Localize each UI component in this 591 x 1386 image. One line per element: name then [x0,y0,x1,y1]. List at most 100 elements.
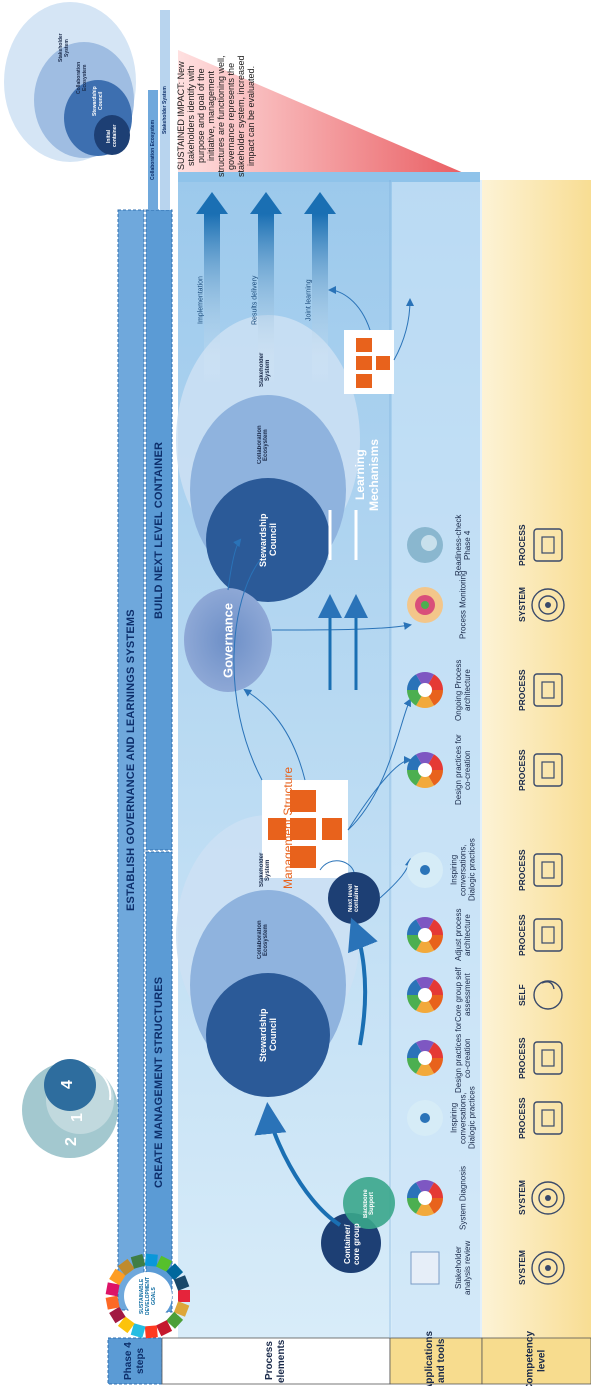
sdg-tile [166,1263,184,1281]
sdg-tile [144,1253,158,1267]
spiral-number: 2 [63,1137,80,1147]
process-header: Process elements [264,1339,287,1383]
apps-header: Applications and tools [424,1330,447,1386]
management-structure-chart [262,780,348,878]
competency-label: PROCESS [517,1097,527,1139]
sdg-tile [105,1295,120,1310]
dialogue-icon [407,852,443,888]
management-structure-chart-small [344,330,394,394]
tool-label: Design practices for co-creation [454,1022,472,1094]
self-level-icon [533,980,563,1010]
learning-arrows [318,510,368,690]
mini-ecosystem-diagram [4,2,170,210]
competency-label: SYSTEM [517,1250,527,1286]
sdg-tile [117,1258,135,1276]
backbone-label: Backbone Support [363,1189,375,1219]
spiral-graphic [22,1059,118,1158]
competency-label: PROCESS [517,749,527,791]
band-establish-title: ESTABLISH GOVERNANCE AND LEARNINGS SYSTE… [125,609,137,911]
spiral-icon [407,527,443,563]
competency-label: PROCESS [517,524,527,566]
system-level-icon [531,1251,565,1285]
process-level-icon [533,853,563,887]
sdg-tile [166,1311,184,1329]
learning-label: Learning Mechanisms [353,438,381,512]
spiral-number: 4 [59,1080,76,1090]
apps-header-cell [389,1337,483,1385]
sdg-tile [173,1275,190,1291]
process-level-icon [533,528,563,562]
governance-label: Governance [220,602,236,678]
spiral-number: 1 [69,1113,86,1123]
color-wheel-icon [407,1040,443,1076]
sdg-tile [156,1255,173,1272]
process-level-icon [533,1041,563,1075]
color-wheel-icon [407,1180,443,1217]
competency-label: PROCESS [517,1037,527,1079]
sdg-tile [105,1282,120,1297]
stakeholder-label-1: Stakeholder System [259,852,271,888]
stewardship-label-1: Stewardship Council [258,1008,278,1062]
mini-bar2-label: Stakeholder System [162,86,168,134]
phase-header: Phase 4 steps [123,1342,146,1380]
competency-label: SELF [517,984,527,1006]
color-wheel-icon [407,671,443,708]
spiral-number: 3 [61,1160,78,1170]
band-create-title: CREATE MANAGEMENT STRUCTURES [153,976,165,1188]
tool-label: System Diagnosis [458,1165,468,1231]
competency-label: SYSTEM [517,1180,527,1216]
sdg-tile [109,1268,126,1286]
process-level-icon [533,753,563,787]
sdg-wheel [105,1253,190,1339]
tool-label: Stakeholder analysis review [454,1240,472,1296]
ecosystem-group-1 [176,815,360,1097]
competency-label: PROCESS [517,914,527,956]
tool-label: Adjust process architecture [454,908,472,962]
band-establish [117,209,145,1311]
sdg-tile [109,1306,126,1324]
roof-text: SUSTAINED IMPACT: New stakeholders ident… [176,55,256,177]
competency-zone [482,180,591,1338]
competency-header-cell [481,1337,591,1385]
tool-label: Readiness-check Phase 4 [454,514,472,576]
mini-initial-label: Initial container [106,124,118,148]
collaboration-label-2: Collaboration Ecosystem [257,425,269,465]
arrow-label-implementation: Implementation [197,276,205,324]
mini-bar1-label: Collaboration Ecosystem [150,120,156,181]
color-wheel-icon [407,976,443,1013]
band-build-title: BUILD NEXT LEVEL CONTAINER [153,441,165,619]
color-wheel-icon [407,917,443,954]
band-build [145,209,173,851]
arrow-label-results: Results delivery [251,275,259,325]
document-tool-icon [410,1251,440,1285]
next-level-label: Next level container [348,883,360,913]
backbone-support [343,1177,395,1229]
management-structure-label: Management Structure [281,766,295,890]
roof [178,50,480,180]
sdg-tile [117,1316,135,1334]
mini-stakeholder-label: Stakeholder System [58,33,70,63]
governance-circle [184,588,272,692]
impact-arrows [196,192,336,384]
mandala-icon [407,587,443,623]
sdg-tile [130,1323,146,1339]
competency-header: Competency level [524,1330,548,1386]
arrow-label-learning: Joint learning [305,279,313,321]
container-core-label: Container/ core group [343,1223,361,1265]
competency-label: SYSTEM [517,587,527,623]
sdg-tile [156,1320,173,1337]
system-level-icon [531,1181,565,1215]
dialogue-icon [407,1100,443,1136]
stewardship-label-2: Stewardship Council [258,513,278,567]
next-level-container [328,872,380,924]
sdg-label: SUSTAINABLE DEVELOPMENT GOALS [139,1276,157,1316]
competency-label: PROCESS [517,849,527,891]
tool-label: Inspiring conversations, Dialogic practi… [449,838,477,902]
process-level-icon [533,1101,563,1135]
sdg-tile [178,1290,190,1302]
tool-label: Ongoing Process architecture [454,659,472,721]
band-create [145,851,173,1313]
phase-header-cell [107,1337,163,1385]
